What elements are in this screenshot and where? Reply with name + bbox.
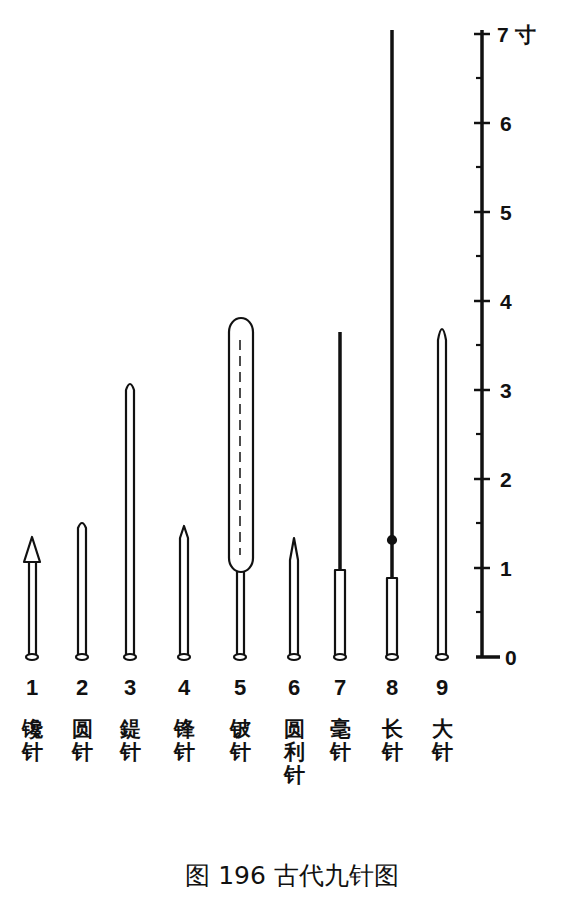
scale-number: 7 寸 xyxy=(497,24,536,45)
callout-number: 2 xyxy=(76,677,88,699)
scale-number: 2 xyxy=(500,469,512,490)
figure-caption: 图 196 古代九针图 xyxy=(185,863,399,888)
scale-number: 3 xyxy=(500,380,512,401)
scale-number: 1 xyxy=(500,558,512,579)
needle-name: 长针 xyxy=(382,718,403,764)
scale-number: 6 xyxy=(500,113,512,134)
callout-number: 9 xyxy=(436,677,448,699)
callout-number: 7 xyxy=(334,677,346,699)
needle-name: 鍉针 xyxy=(120,718,141,764)
callout-number: 1 xyxy=(26,677,38,699)
callout-number: 4 xyxy=(178,677,190,699)
callout-number: 6 xyxy=(288,677,300,699)
needle-name: 毫针 xyxy=(330,718,351,764)
callout-number: 5 xyxy=(234,677,246,699)
scale-number: 0 xyxy=(505,647,517,668)
needle-name: 圆利针 xyxy=(284,718,305,787)
needle-name: 圆针 xyxy=(72,718,93,764)
scale-number: 5 xyxy=(500,202,512,223)
callout-number: 3 xyxy=(124,677,136,699)
needle-name: 大针 xyxy=(432,718,453,764)
needle-name: 铍针 xyxy=(230,718,251,764)
needle-name: 镵针 xyxy=(22,718,43,764)
scale-number: 4 xyxy=(500,291,512,312)
callout-number: 8 xyxy=(386,677,398,699)
needle-name: 锋针 xyxy=(174,718,195,764)
